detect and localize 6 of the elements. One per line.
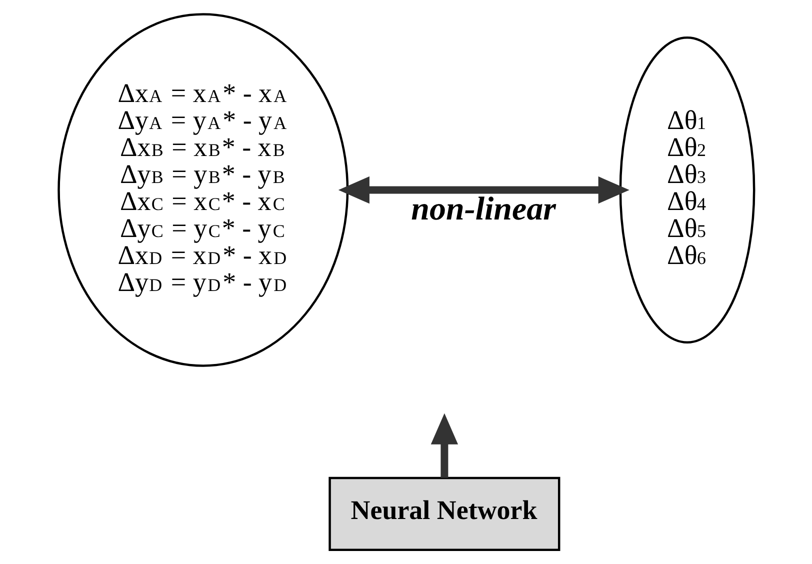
node-box: Neural Network — [328, 476, 560, 552]
arrow — [338, 176, 629, 204]
node-ellipse: ΔxA = xA* - xA ΔyA = yA* - yA ΔxB = xB* - xB ΔyB = yB* - yB ΔxC = xC* - xC ΔyC = yC* - yC ΔxD = xD* - xD ΔyD = yD* - yD — [57, 13, 348, 367]
arrow — [430, 413, 458, 478]
node-ellipse: Δθ1 Δθ2 Δθ3 Δθ4 Δθ5 Δθ6 — [618, 36, 755, 344]
edge-label: non-linear — [410, 191, 556, 228]
